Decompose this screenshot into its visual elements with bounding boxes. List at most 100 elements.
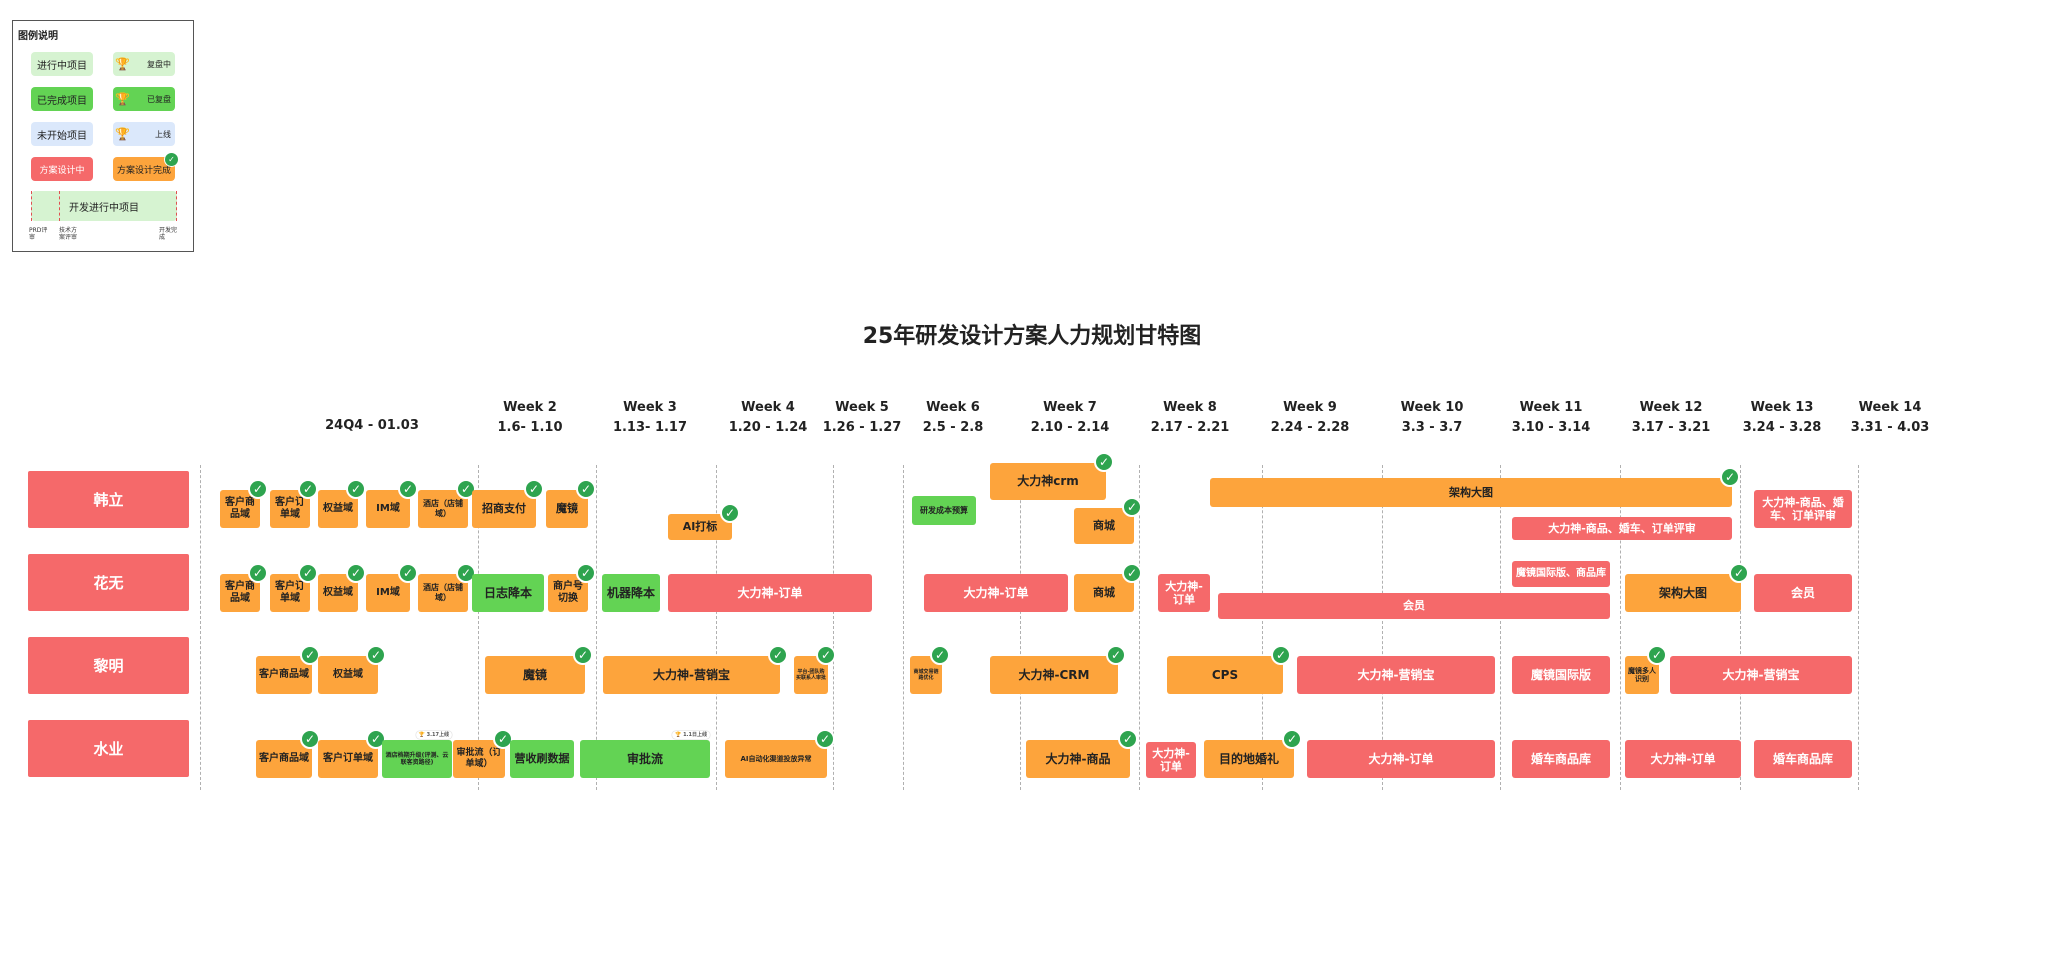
launch-badge: 🏆 3.17上线: [415, 731, 452, 739]
task-bar[interactable]: 客户商品域✓: [220, 479, 268, 528]
task-bar[interactable]: 目的地婚礼✓: [1204, 729, 1302, 778]
task-bar[interactable]: CPS✓: [1167, 645, 1291, 694]
week-name: Week 8: [1163, 400, 1217, 415]
check-icon: ✓: [366, 645, 386, 665]
check-icon: ✓: [1729, 563, 1749, 583]
check-icon: ✓: [1094, 452, 1114, 472]
task-bar[interactable]: 大力神-订单: [668, 574, 872, 612]
task-bar[interactable]: 商城交易链路优化✓: [910, 645, 950, 694]
task-bar[interactable]: 魔镜多人识别✓: [1625, 645, 1667, 694]
task-bar[interactable]: 大力神-订单: [1146, 742, 1196, 778]
task-bar[interactable]: 架构大图✓: [1625, 563, 1749, 612]
week-divider: [1382, 465, 1383, 790]
task-bar[interactable]: 大力神-商品✓: [1026, 729, 1138, 778]
task-bar[interactable]: 魔镜国际版: [1512, 656, 1610, 694]
task-bar[interactable]: 婚车商品库: [1512, 740, 1610, 778]
task-bar[interactable]: 魔镜✓: [546, 479, 596, 528]
task-bar[interactable]: 研发成本预算: [912, 496, 976, 525]
task-bar[interactable]: 客户商品域✓: [256, 645, 320, 694]
week-header: Week 3 1.13- 1.17: [590, 398, 710, 438]
task-bar[interactable]: 权益域✓: [318, 479, 366, 528]
check-icon: ✓: [816, 645, 836, 665]
week-name: Week 7: [1043, 400, 1097, 415]
task-bar[interactable]: AI打标✓: [668, 503, 740, 540]
week-divider: [833, 465, 834, 790]
legend-not-started: 未开始项目: [31, 122, 93, 146]
task-bar[interactable]: 大力神crm✓: [990, 452, 1114, 500]
task-bar[interactable]: 商城✓: [1074, 563, 1142, 612]
task-bar[interactable]: IM域✓: [366, 563, 418, 612]
task-bar[interactable]: 客户商品域✓: [256, 729, 320, 778]
task-bar[interactable]: 大力神-订单: [1158, 574, 1210, 612]
task-bar[interactable]: AI自动化渠道投放异常✓: [725, 729, 835, 778]
week-dates: 2.17 - 2.21: [1150, 420, 1230, 435]
legend-launched: 🏆上线: [113, 122, 175, 146]
check-icon: ✓: [576, 563, 596, 583]
task-bar[interactable]: 权益域✓: [318, 563, 366, 612]
task-bar[interactable]: 大力神-商品、婚车、订单评审: [1754, 490, 1852, 528]
task-bar[interactable]: 客户商品域✓: [220, 563, 268, 612]
week-dates: 3.24 - 3.28: [1742, 420, 1822, 435]
person-row-label: 韩立: [28, 471, 189, 528]
task-bar[interactable]: 商城✓: [1074, 497, 1142, 544]
task-bar[interactable]: 商户号切换✓: [548, 563, 596, 612]
task-bar[interactable]: 权益域✓: [318, 645, 386, 694]
trophy-icon: 🏆: [115, 92, 130, 106]
week-header: Week 14 3.31 - 4.03: [1830, 398, 1950, 438]
legend-marker-tech: [59, 191, 60, 221]
task-bar[interactable]: 会员: [1218, 593, 1610, 619]
check-icon: ✓: [573, 645, 593, 665]
task-bar[interactable]: 大力神-订单: [1625, 740, 1741, 778]
task-bar[interactable]: 会员: [1754, 574, 1852, 612]
task-bar[interactable]: 婚车商品库: [1754, 740, 1852, 778]
person-row-label: 水业: [28, 720, 189, 777]
task-bar[interactable]: 魔镜国际版、商品库: [1512, 561, 1610, 587]
task-bar[interactable]: 酒店档期升级(评测、云联客资路径)🏆 3.17上线: [382, 731, 452, 778]
trophy-icon: 🏆: [115, 127, 130, 141]
check-icon: ✓: [456, 479, 476, 499]
check-icon: ✓: [248, 563, 268, 583]
person-row-label: 黎明: [28, 637, 189, 694]
week-divider: [478, 465, 479, 790]
legend-prd-label: PRD评审: [29, 227, 48, 241]
task-bar[interactable]: 审批流（订单域）✓: [453, 729, 513, 778]
task-bar[interactable]: 大力神-商品、婚车、订单评审: [1512, 517, 1732, 540]
task-bar[interactable]: 大力神-订单: [1307, 740, 1495, 778]
check-icon: ✓: [1271, 645, 1291, 665]
check-icon: ✓: [298, 563, 318, 583]
task-bar[interactable]: 营收刷数据: [510, 740, 574, 778]
task-bar[interactable]: 酒店（店铺域）✓: [418, 563, 476, 612]
task-bar[interactable]: 客户订单域✓: [270, 479, 318, 528]
task-bar[interactable]: 机器降本: [602, 574, 660, 612]
week-dates: 1.13- 1.17: [612, 420, 688, 435]
page-title: 25年研发设计方案人力规划甘特图: [862, 324, 1202, 349]
week-divider: [1500, 465, 1501, 790]
task-bar[interactable]: 大力神-营销宝✓: [603, 645, 788, 694]
week-header: Week 6 2.5 - 2.8: [893, 398, 1013, 438]
week-divider: [200, 465, 201, 790]
task-bar[interactable]: 客户订单域✓: [318, 729, 386, 778]
task-bar[interactable]: 日志降本: [472, 574, 544, 612]
legend-reviewed: 🏆已复盘: [113, 87, 175, 111]
week-name: Week 4: [741, 400, 795, 415]
legend-marker-dev: [176, 191, 177, 221]
task-bar[interactable]: 招商支付✓: [472, 479, 544, 528]
check-icon: ✓: [930, 645, 950, 665]
task-bar[interactable]: 大力神-营销宝: [1297, 656, 1495, 694]
task-bar[interactable]: 架构大图✓: [1210, 467, 1740, 507]
task-bar[interactable]: IM域✓: [366, 479, 418, 528]
task-bar[interactable]: 酒店（店铺域）✓: [418, 479, 476, 528]
task-bar[interactable]: 客户订单域✓: [270, 563, 318, 612]
week-name: Week 9: [1283, 400, 1337, 415]
legend-dev-label: 开发完成: [159, 227, 178, 241]
launch-badge: 🏆 1.1日上线: [672, 731, 710, 739]
check-icon: ✓: [1106, 645, 1126, 665]
task-bar[interactable]: 大力神-营销宝: [1670, 656, 1852, 694]
legend-dev-in-progress: 开发进行中项目: [31, 191, 177, 221]
task-bar[interactable]: 平台-团队购买联系人审批✓: [794, 645, 836, 694]
task-bar[interactable]: 魔镜✓: [485, 645, 593, 694]
task-bar[interactable]: 大力神-订单: [924, 574, 1068, 612]
check-icon: ✓: [456, 563, 476, 583]
task-bar[interactable]: 大力神-CRM✓: [990, 645, 1126, 694]
task-bar[interactable]: 审批流🏆 1.1日上线: [580, 731, 710, 778]
